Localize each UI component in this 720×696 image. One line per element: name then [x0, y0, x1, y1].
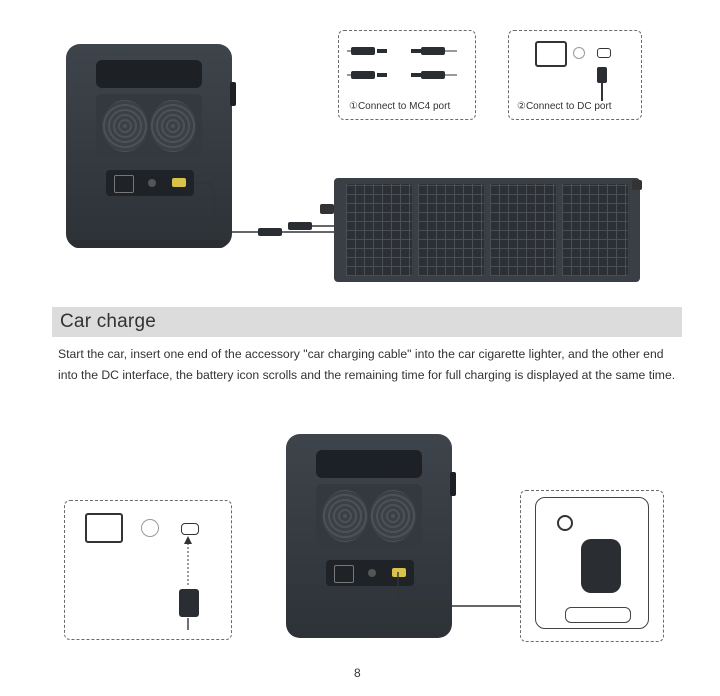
solar-panel-tab-left [320, 204, 334, 214]
station-fan-right [150, 100, 196, 152]
section-title: Car charge [60, 311, 156, 332]
station-foot [70, 240, 228, 248]
inset-dc-socket [597, 48, 611, 58]
station-handle [96, 60, 202, 88]
inset-dc-socket-large [181, 523, 199, 535]
station-fan-right-bottom [370, 490, 416, 542]
section-paragraph: Start the car, insert one end of the acc… [58, 347, 676, 382]
solar-cell-3 [490, 184, 556, 276]
solar-panel-image [334, 178, 640, 282]
mc4-connectors-icon [347, 47, 457, 79]
car-control-buttons [565, 607, 631, 623]
inset-dc-cable [601, 83, 603, 101]
solar-cell-4 [562, 184, 628, 276]
car-charge-illustration [0, 420, 720, 650]
station-port-panel [106, 170, 194, 196]
mc4-cable [194, 182, 338, 236]
solar-charge-illustration: ①Connect to MC4 port ②Connect to DC port [0, 0, 720, 300]
solar-cell-2 [418, 184, 484, 276]
inset-power-button [141, 519, 159, 537]
station-fan-left-bottom [322, 490, 368, 542]
station-port-panel-bottom [326, 560, 414, 586]
inset-plug-arrow [184, 536, 192, 630]
station-fan-left [102, 100, 148, 152]
car-cigarette-lighter [557, 515, 573, 531]
ac-outlet [114, 175, 134, 193]
inset-mc4-connectors: ①Connect to MC4 port [338, 30, 476, 120]
section-header-bar: Car charge [52, 307, 682, 337]
car-gear-shifter [581, 539, 621, 593]
solar-cell-1 [346, 184, 412, 276]
station-fan-panel-bottom [316, 484, 422, 548]
station-fan-panel [96, 94, 202, 158]
inset-dc-caption: ②Connect to DC port [517, 101, 612, 112]
station-side-button-bottom [450, 472, 456, 496]
page-number: 8 [354, 666, 361, 680]
power-station-image [66, 44, 236, 248]
inset-ac-outlet [85, 513, 123, 543]
inset-mc4-caption: ①Connect to MC4 port [349, 101, 451, 112]
inset-car-console [520, 490, 664, 642]
station-side-button [230, 82, 236, 106]
inset-dc-ac-outlet [535, 41, 567, 67]
dc-port-bottom [392, 568, 406, 577]
inset-dc-button [573, 47, 585, 59]
dc-port [172, 178, 186, 187]
ac-outlet-bottom [334, 565, 354, 583]
inset-dc-plug [597, 67, 607, 83]
inset-dc-connection [64, 500, 232, 640]
solar-panel-tab-right [632, 180, 642, 190]
power-button-bottom [368, 569, 376, 577]
inset-dc-plug-large [179, 589, 199, 617]
power-button [148, 179, 156, 187]
power-station-image-bottom [286, 434, 456, 638]
inset-dc-port: ②Connect to DC port [508, 30, 642, 120]
car-console-frame [535, 497, 649, 629]
station-handle-bottom [316, 450, 422, 478]
